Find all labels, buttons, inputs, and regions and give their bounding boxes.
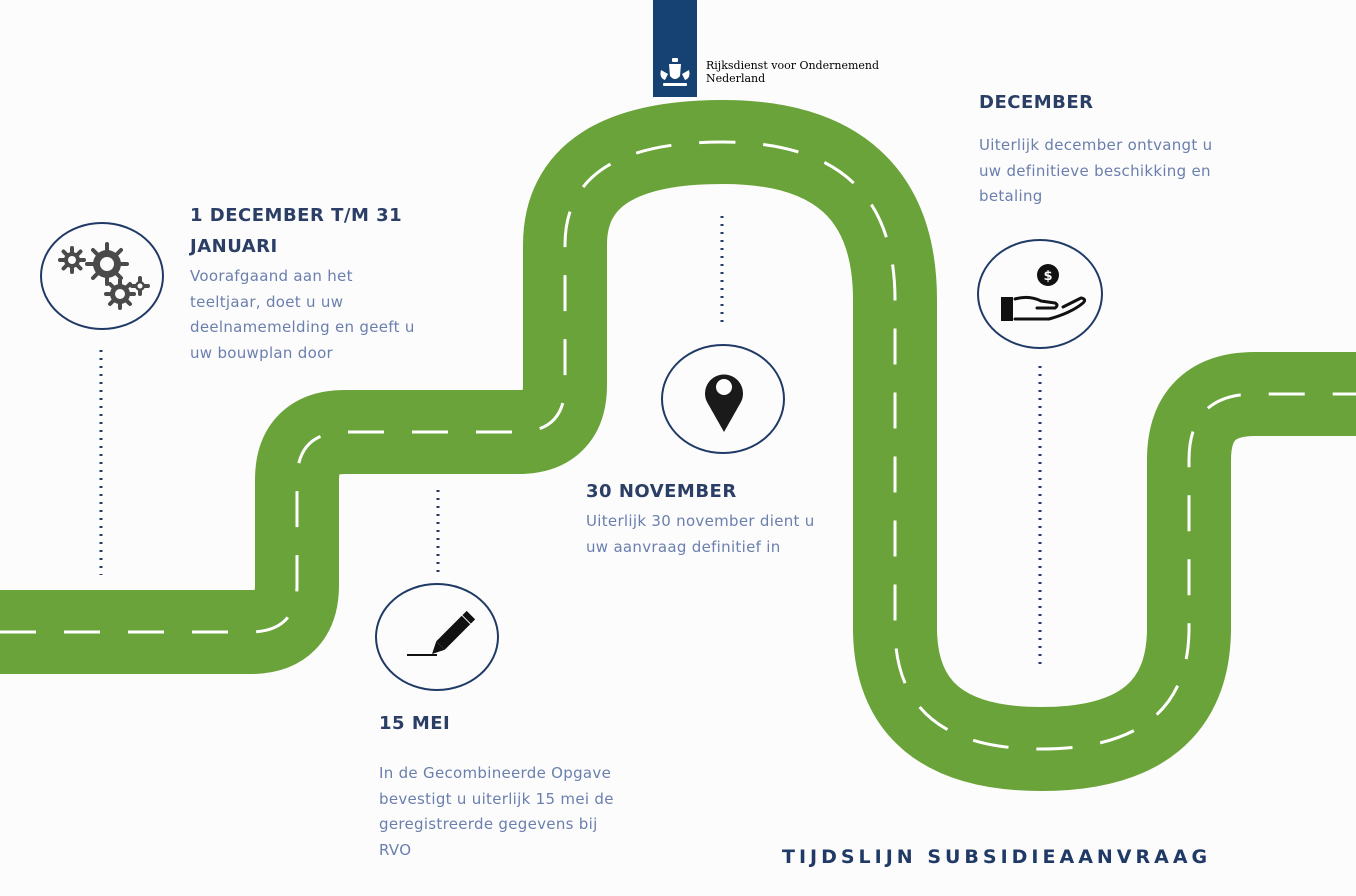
step-2-line-4: RVO (379, 840, 412, 859)
step-3-heading-line-1: 30 NOVEMBER (586, 481, 737, 502)
step-3-icon-circle (661, 344, 785, 454)
step-4-line-2: uw definitieve beschikking en (979, 161, 1211, 180)
step-1-line-3: deelnamemelding en geeft u (190, 318, 415, 336)
step-1-heading-line-2: JANUARI (190, 236, 278, 257)
step-4-line-3: betaling (979, 187, 1043, 205)
coat-of-arms-icon (660, 58, 690, 86)
step-2-heading-line-1: 15 MEI (379, 713, 451, 734)
step-2-line-3: geregistreerde gegevens bij (379, 815, 598, 833)
logo-line-1: Rijksdienst voor Ondernemend (706, 59, 880, 72)
step-2-heading: 15 MEI (379, 708, 450, 739)
step-2-description: In de Gecombineerde Opgave bevestigt u u… (379, 761, 614, 863)
step-4-description: Uiterlijk december ontvangt u uw definit… (979, 133, 1212, 210)
gears-icon (58, 242, 150, 310)
step-1-heading: 1 DECEMBER T/M 31 JANUARI (190, 200, 402, 262)
page-title: TIJDSLIJN SUBSIDIEAANVRAAG (782, 846, 1212, 868)
step-1-heading-line-1: 1 DECEMBER T/M 31 (190, 205, 403, 226)
step-2-icon-circle (375, 583, 499, 691)
logo-line-2: Nederland (706, 72, 766, 85)
location-pin-icon (705, 374, 743, 432)
step-3-line-2: uw aanvraag definitief in (586, 537, 781, 556)
step-4-heading: DECEMBER (979, 87, 1094, 118)
step-1-line-2: teeltjaar, doet u uw (190, 292, 344, 311)
step-2-line-1: In de Gecombineerde Opgave (379, 764, 612, 782)
hand-money-icon: $ (1001, 264, 1087, 321)
step-1-line-4: uw bouwplan door (190, 343, 334, 362)
step-3-line-1: Uiterlijk 30 november dient u (586, 512, 815, 530)
step-4-heading-line-1: DECEMBER (979, 92, 1094, 113)
step-3-heading: 30 NOVEMBER (586, 476, 737, 507)
step-1-description: Voorafgaand aan het teeltjaar, doet u uw… (190, 264, 415, 366)
svg-text:$: $ (1043, 269, 1052, 284)
step-4-line-1: Uiterlijk december ontvangt u (979, 136, 1213, 154)
step-1-icon-circle (40, 222, 164, 330)
step-2-line-2: bevestigt u uiterlijk 15 mei de (379, 789, 614, 808)
logo-bar (653, 0, 697, 97)
step-1-line-1: Voorafgaand aan het (190, 267, 353, 285)
logo-text: Rijksdienst voor Ondernemend Nederland (706, 59, 879, 85)
step-3-description: Uiterlijk 30 november dient u uw aanvraa… (586, 509, 815, 560)
road-center-dashes (0, 140, 1356, 751)
step-4-icon-circle: $ (977, 239, 1103, 349)
pen-signature-icon (407, 610, 476, 656)
